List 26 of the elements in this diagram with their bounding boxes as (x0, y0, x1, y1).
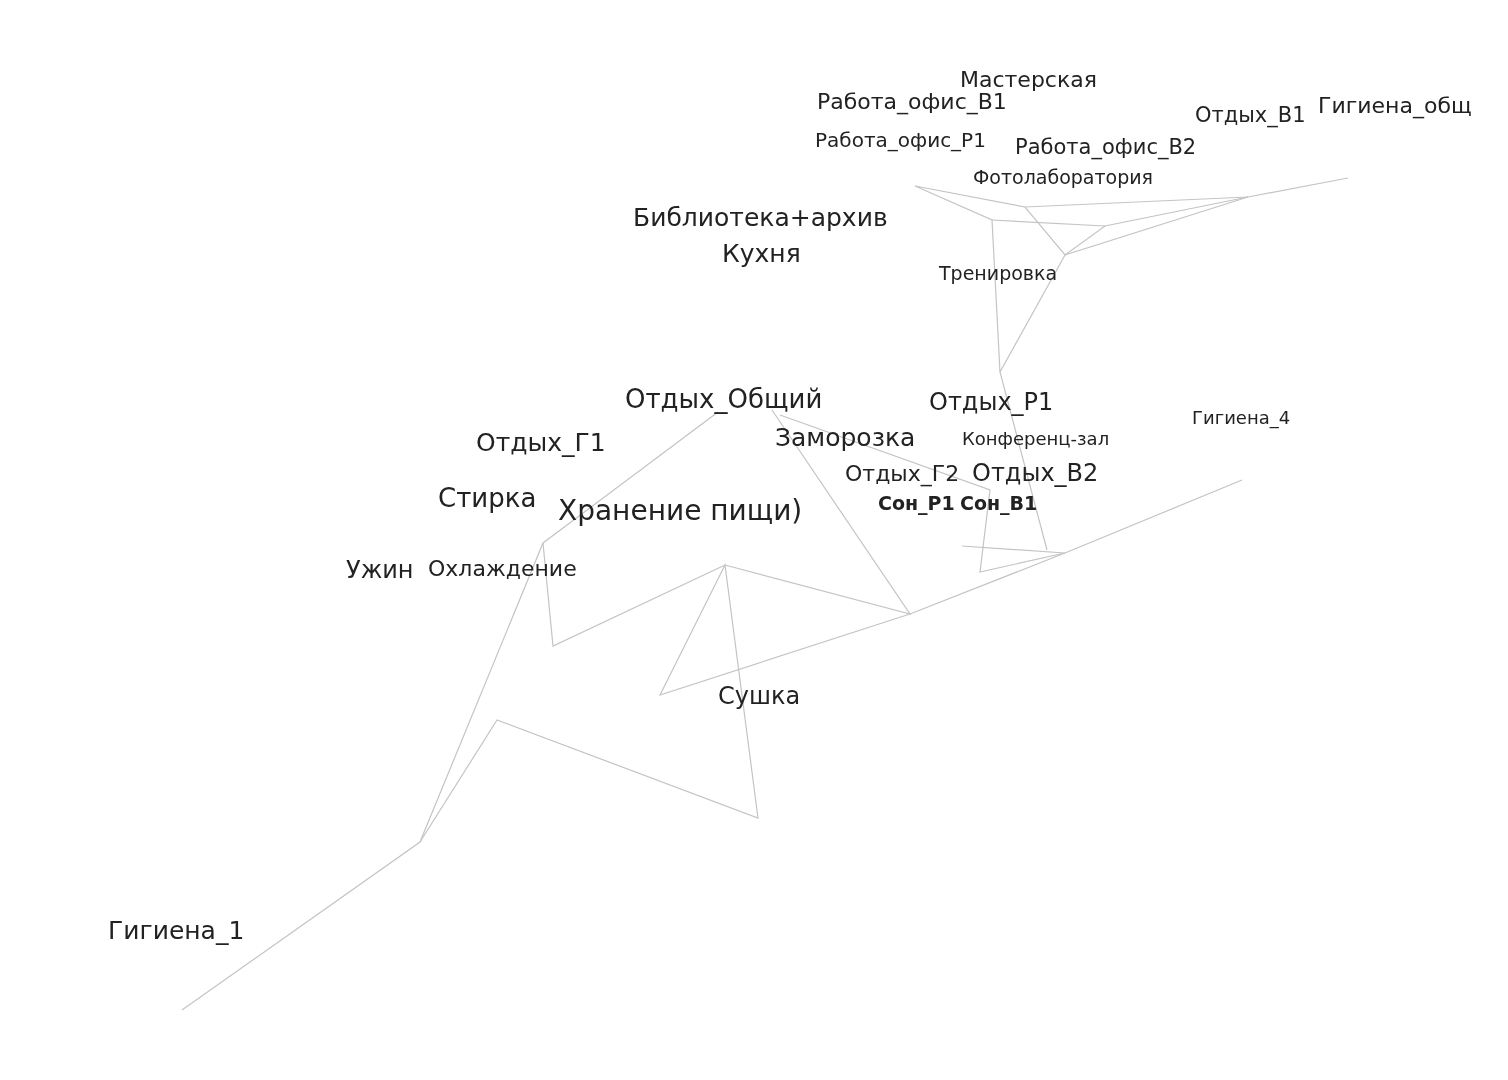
room-label: Отдых_Г1 (476, 427, 606, 459)
room-label: Отдых_Общий (625, 383, 823, 416)
room-label: Фотолаборатория (973, 166, 1154, 190)
room-label: Гигиена_1 (108, 915, 245, 947)
room-label: Кухня (722, 238, 801, 270)
room-label: Сон_В1 (960, 492, 1038, 516)
room-label: Мастерская (960, 66, 1097, 92)
room-label: Гигиена_4 (1192, 407, 1291, 430)
room-label: Работа_офис_В1 (817, 89, 1007, 116)
room-label: Работа_офис_Р1 (815, 128, 986, 153)
room-label: Гигиена_общ (1318, 92, 1472, 120)
room-label: Тренировка (939, 262, 1058, 286)
room-label: Стирка (438, 482, 537, 515)
room-label: Хранение пищи) (558, 493, 803, 528)
room-label: Заморозка (775, 422, 916, 454)
room-label: Работа_офис_В2 (1015, 134, 1197, 161)
room-label: Ужин (346, 555, 414, 585)
room-label: Отдых_В1 (1195, 102, 1306, 129)
room-label: Отдых_Р1 (929, 387, 1054, 417)
room-label: Библиотека+архив (633, 202, 888, 234)
room-label: Отдых_В2 (972, 458, 1099, 488)
room-label: Сон_Р1 (878, 492, 955, 516)
room-label: Сушка (718, 681, 801, 711)
room-label: Отдых_Г2 (845, 460, 960, 488)
room-label: Конференц-зал (962, 428, 1110, 451)
room-label: Охлаждение (428, 555, 577, 583)
